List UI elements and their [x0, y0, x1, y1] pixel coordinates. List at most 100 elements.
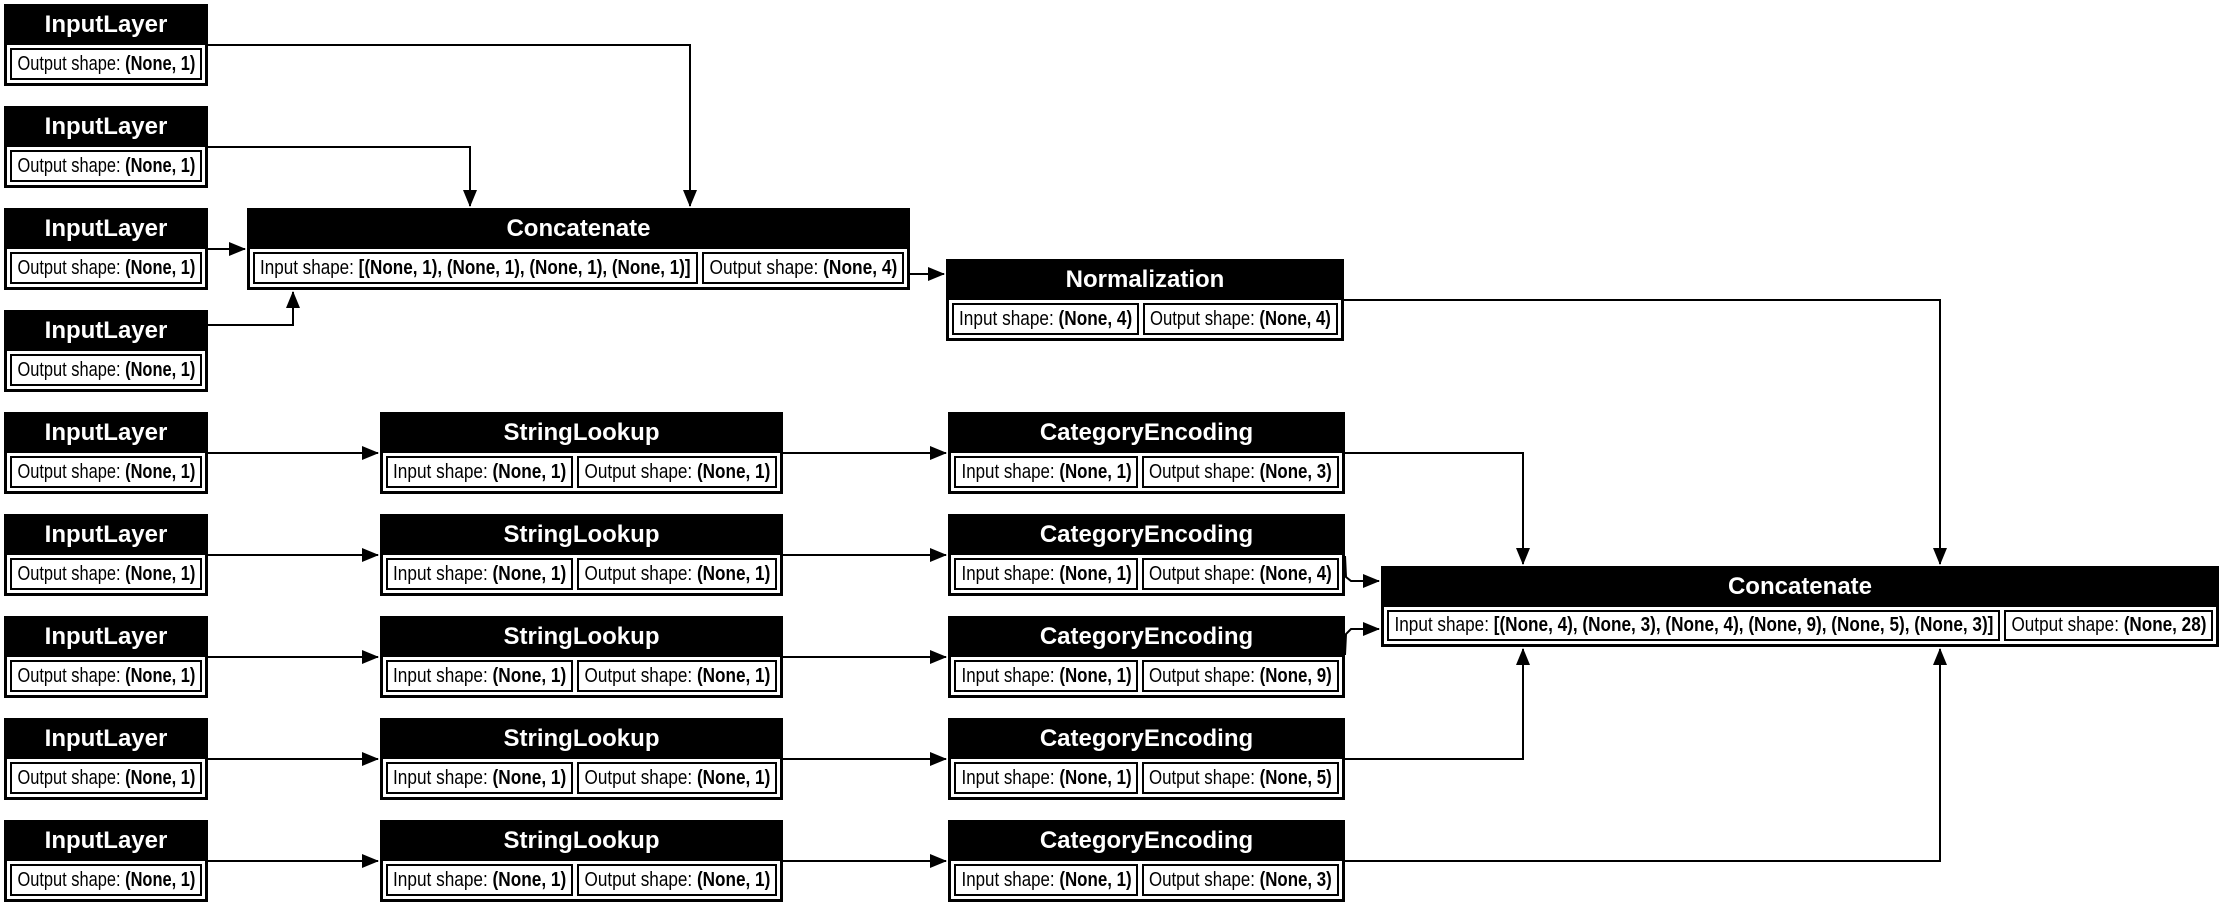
- shape-label: Input shape:: [393, 664, 488, 687]
- edge-categoryencoding-1-to-concatenate-2: [1345, 452, 1530, 565]
- layer-title: Concatenate: [1727, 573, 1873, 600]
- shape-value: (None, 9): [1255, 664, 1333, 687]
- shape-value: (None, 1): [1054, 766, 1132, 789]
- shape-cell: Output shape: (None, 1): [10, 456, 202, 488]
- shape-value: (None, 1): [120, 358, 195, 381]
- shape-value: (None, 1): [487, 868, 567, 891]
- shape-label: Input shape:: [393, 766, 488, 789]
- shape-cell: Output shape: (None, 1): [10, 762, 202, 794]
- shape-value: (None, 1): [487, 562, 567, 585]
- shape-cell-text: Input shape: (None, 1): [961, 563, 1131, 586]
- shape-cell: Input shape: (None, 1): [954, 660, 1139, 692]
- shape-label: Output shape:: [1149, 460, 1256, 483]
- shape-value: (None, 1): [692, 562, 771, 585]
- shape-label: Input shape:: [393, 868, 488, 891]
- shape-cell-text: Output shape: (None, 4): [1150, 308, 1331, 331]
- shape-cell-text: Output shape: (None, 1): [584, 767, 770, 790]
- shape-label: Output shape:: [1149, 664, 1256, 687]
- layer-title: StringLookup: [503, 623, 660, 650]
- shape-value: (None, 1): [1054, 460, 1132, 483]
- shape-cell: Output shape: (None, 1): [577, 762, 777, 794]
- shape-label: Output shape:: [584, 766, 693, 789]
- layer-title: InputLayer: [44, 419, 168, 446]
- shape-label: Input shape:: [393, 562, 488, 585]
- shape-cell-text: Input shape: (None, 1): [393, 767, 566, 790]
- shape-cell: Input shape: (None, 1): [954, 456, 1139, 488]
- shape-value: (None, 1): [120, 664, 195, 687]
- shape-cell: Output shape: (None, 1): [577, 864, 777, 896]
- layer-shape-row: Output shape: (None, 1): [7, 759, 205, 797]
- layer-shape-row: Output shape: (None, 1): [7, 147, 205, 185]
- layer-title: CategoryEncoding: [1039, 419, 1254, 446]
- edge-categoryencoding-3-to-concatenate-2: [1344, 622, 1380, 656]
- shape-label: Output shape:: [584, 460, 693, 483]
- layer-title: Concatenate: [506, 215, 651, 242]
- shape-cell-text: Input shape: (None, 4): [959, 308, 1132, 331]
- shape-cell-text: Input shape: [(None, 1), (None, 1), (Non…: [260, 257, 691, 280]
- shape-cell: Output shape: (None, 1): [577, 660, 777, 692]
- shape-cell-text: Output shape: (None, 3): [1149, 461, 1332, 484]
- shape-value: [(None, 4), (None, 3), (None, 4), (None,…: [1488, 614, 1994, 636]
- shape-cell: Output shape: (None, 1): [10, 354, 202, 386]
- layer-title: InputLayer: [44, 623, 168, 650]
- shape-value: (None, 1): [120, 766, 195, 789]
- shape-value: (None, 3): [1255, 460, 1333, 483]
- shape-label: Output shape:: [17, 868, 121, 891]
- layer-title: CategoryEncoding: [1039, 521, 1254, 548]
- layer-shape-row: Input shape: (None, 1) Output shape: (Non…: [383, 657, 780, 695]
- layer-shape-row: Input shape: [(None, 4), (None, 3), (Non…: [1384, 607, 2216, 644]
- shape-value: (None, 4): [818, 256, 898, 279]
- shape-value: (None, 1): [120, 460, 195, 483]
- shape-cell-text: Output shape: (None, 1): [17, 461, 195, 484]
- shape-cell-text: Output shape: (None, 1): [17, 665, 195, 688]
- shape-label: Output shape:: [17, 358, 121, 381]
- shape-cell: Output shape: (None, 4): [702, 252, 904, 284]
- shape-value: (None, 1): [120, 562, 195, 585]
- shape-cell-text: Output shape: (None, 9): [1149, 665, 1332, 688]
- shape-cell: Output shape: (None, 1): [10, 150, 202, 182]
- shape-cell: Input shape: (None, 1): [386, 864, 574, 896]
- shape-value: (None, 1): [487, 460, 567, 483]
- shape-label: Output shape:: [17, 256, 121, 279]
- shape-value: (None, 1): [120, 52, 195, 75]
- shape-cell-text: Input shape: (None, 1): [961, 767, 1131, 790]
- shape-cell-text: Output shape: (None, 1): [584, 665, 770, 688]
- edge-categoryencoding-2-to-concatenate-2: [1344, 555, 1380, 588]
- shape-cell-text: Output shape: (None, 1): [17, 257, 195, 280]
- shape-cell-text: Output shape: (None, 1): [17, 53, 195, 76]
- shape-cell-text: Input shape: (None, 1): [961, 665, 1131, 688]
- shape-value: (None, 4): [1255, 562, 1333, 585]
- layer-title: StringLookup: [503, 419, 660, 446]
- shape-label: Input shape:: [959, 307, 1054, 330]
- shape-value: (None, 1): [692, 460, 771, 483]
- shape-cell: Input shape: (None, 1): [954, 558, 1139, 590]
- shape-value: (None, 1): [120, 154, 195, 177]
- shape-label: Output shape:: [1149, 562, 1256, 585]
- edge-normalization-to-concatenate-2: [1344, 299, 1947, 565]
- shape-cell: Output shape: (None, 1): [10, 252, 202, 284]
- shape-label: Output shape:: [584, 868, 693, 891]
- shape-cell-text: Input shape: (None, 1): [393, 665, 566, 688]
- layer-title: CategoryEncoding: [1039, 827, 1254, 854]
- shape-label: Output shape:: [17, 562, 121, 585]
- shape-cell: Input shape: (None, 1): [954, 762, 1139, 794]
- shape-value: (None, 1): [120, 868, 195, 891]
- shape-cell: Input shape: (None, 1): [386, 762, 574, 794]
- shape-cell-text: Input shape: (None, 1): [961, 869, 1131, 892]
- edge-inputlayer-4-to-concatenate-1: [208, 291, 300, 326]
- shape-label: Output shape:: [17, 154, 121, 177]
- layer-shape-row: Output shape: (None, 1): [7, 657, 205, 695]
- shape-cell-text: Input shape: [(None, 4), (None, 3), (Non…: [1394, 614, 1993, 637]
- shape-label: Output shape:: [17, 460, 121, 483]
- layer-shape-row: Input shape: (None, 1) Output shape: (Non…: [383, 759, 780, 797]
- shape-cell: Input shape: (None, 1): [386, 456, 574, 488]
